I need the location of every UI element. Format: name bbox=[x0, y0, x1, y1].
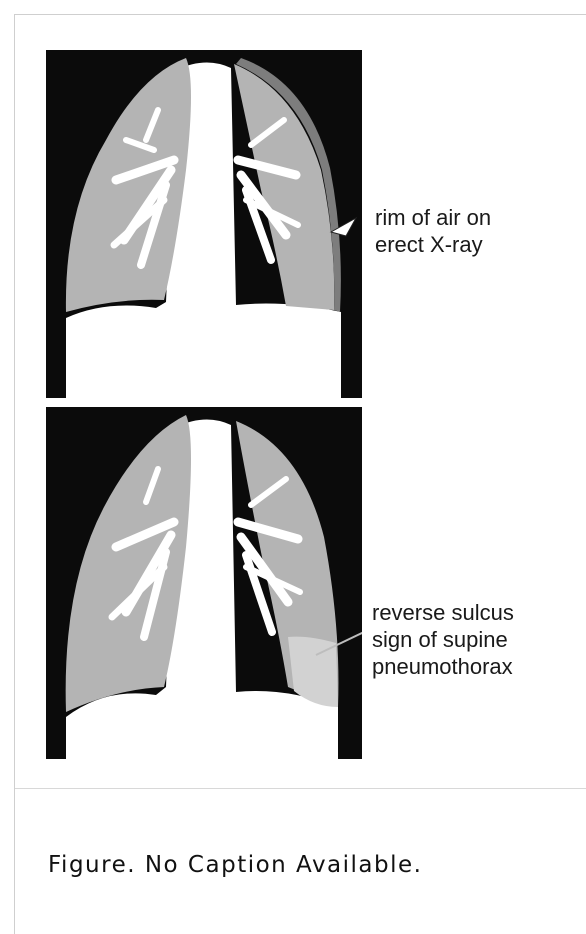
erect-xray-panel bbox=[46, 50, 362, 398]
figure-illustration: rim of air on erect X-ray reverse sulcus… bbox=[0, 0, 586, 790]
supine-xray-panel bbox=[46, 407, 362, 759]
caption-divider bbox=[15, 788, 586, 789]
label-reverse-sulcus: reverse sulcus sign of supine pneumothor… bbox=[372, 599, 514, 680]
figure-caption: Figure. No Caption Available. bbox=[48, 852, 422, 878]
label-rim-of-air: rim of air on erect X-ray bbox=[375, 204, 491, 258]
